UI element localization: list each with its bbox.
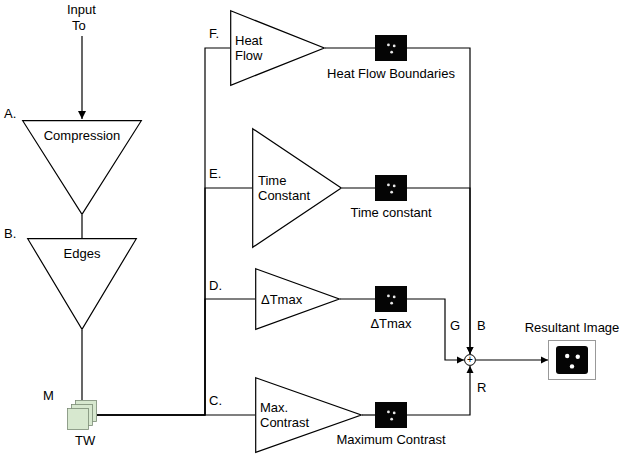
node-text: + (467, 355, 473, 365)
thumbnail-image (375, 175, 407, 201)
thumbnail-frame (549, 341, 596, 380)
time-constant-stage: Time Constant (252, 128, 342, 248)
thumbnail-image (375, 286, 407, 312)
defect-spot (565, 354, 569, 358)
node-text: Maximum Contrast (336, 432, 445, 447)
triangle-outline (23, 121, 142, 215)
step-letter: E. (209, 166, 221, 181)
connector (362, 414, 375, 415)
hot-spot (390, 302, 393, 305)
input-arrow (81, 36, 82, 119)
step-letter: F. (209, 26, 219, 41)
result-thumbnail: Maximum Contrast (375, 402, 407, 428)
hot-spot (390, 191, 393, 194)
input-symbol: To (72, 18, 86, 33)
hot-spot (390, 418, 393, 421)
heat-flow-stage: Heat Flow (230, 10, 325, 86)
triangle-outline (253, 129, 342, 248)
connector (407, 366, 470, 415)
connector (81, 330, 82, 400)
node-text: Heat Flow Boundaries (327, 66, 455, 81)
connector (325, 47, 375, 48)
connector (97, 299, 255, 415)
hot-spot (387, 410, 390, 413)
hot-spot (393, 296, 396, 299)
channel-label: B (476, 318, 487, 333)
thumbnail-image (375, 402, 407, 428)
image-frame (68, 409, 89, 430)
node-text: Edges (64, 246, 101, 261)
result-thumbnail: Time constant (375, 175, 407, 201)
channel-label: G (449, 318, 461, 333)
compression-stage: Compression (22, 120, 142, 215)
triangle-outline (256, 269, 340, 330)
hot-spot (393, 45, 396, 48)
node-shape (375, 35, 407, 61)
triangle-outline (231, 11, 325, 86)
node-text: M (43, 388, 54, 403)
defect-spot (576, 355, 580, 359)
specimen-shape (556, 346, 588, 374)
junction-circle (465, 355, 476, 366)
image-stack: MTW (67, 400, 97, 430)
step-letter: B. (4, 226, 16, 241)
node-text: ΔTmax (261, 292, 302, 307)
thumbnail-image (375, 35, 407, 61)
node-shape (375, 402, 407, 428)
connector (97, 188, 252, 415)
connector (342, 187, 375, 188)
node-shape (67, 400, 97, 430)
hot-spot (390, 51, 393, 54)
connector (97, 414, 255, 415)
connector (97, 48, 230, 415)
node-text: Compression (44, 128, 121, 143)
connector (407, 299, 464, 360)
delta-t-stage: ΔTmax (255, 268, 340, 330)
channel-label: R (476, 380, 487, 395)
triangle-outline (28, 239, 137, 330)
step-letter: C. (209, 393, 222, 408)
step-letter: D. (209, 278, 222, 293)
node-shape (375, 286, 407, 312)
connector (340, 298, 375, 299)
connector (476, 359, 548, 360)
sum-junction: + (464, 354, 476, 366)
hot-spot (393, 185, 396, 188)
node-text: Time Constant (258, 173, 314, 203)
hot-spot (387, 294, 390, 297)
node-text: Max. Contrast (260, 400, 314, 430)
result-thumbnail: Heat Flow Boundaries (375, 35, 407, 61)
hot-spot (387, 183, 390, 186)
connector (81, 215, 82, 238)
step-letter: A. (4, 106, 16, 121)
node-text: Resultant Image (525, 320, 620, 335)
node-text: ΔTmax (370, 316, 411, 331)
edges-stage: Edges (27, 238, 137, 330)
node-shape (548, 340, 596, 380)
node-shape (375, 175, 407, 201)
node-text: Time constant (350, 205, 431, 220)
hot-spot (393, 412, 396, 415)
node-text: Heat Flow (235, 33, 279, 63)
resultant-image: Resultant Image (548, 340, 596, 380)
input-label: Input (67, 2, 96, 17)
node-text: TW (75, 433, 95, 448)
connector (407, 48, 470, 354)
result-thumbnail: ΔTmax (375, 286, 407, 312)
hot-spot (387, 43, 390, 46)
defect-spot (570, 364, 574, 368)
